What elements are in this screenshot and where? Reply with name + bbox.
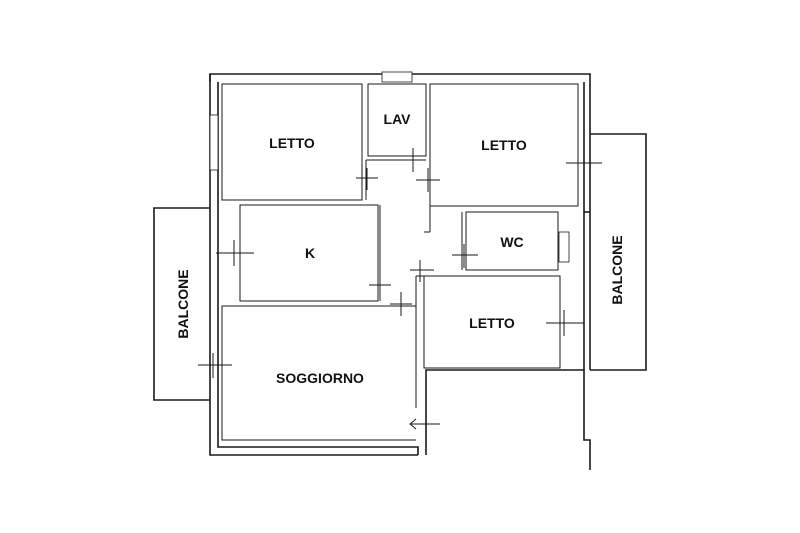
window-left-upper xyxy=(209,114,219,171)
label-soggiorno: SOGGIORNO xyxy=(276,370,364,386)
room-soggiorno xyxy=(221,305,417,441)
room-letto-2 xyxy=(429,83,579,207)
door-marks xyxy=(198,148,602,378)
window-top xyxy=(381,71,413,83)
room-letto-1 xyxy=(221,83,363,201)
balconies xyxy=(153,133,647,401)
room-lav xyxy=(367,83,427,157)
room-letto-3 xyxy=(423,275,561,369)
balcone-right-outline xyxy=(590,133,647,371)
room-wc xyxy=(465,211,559,271)
arrow-left-icon xyxy=(409,418,440,430)
label-k: K xyxy=(305,245,315,261)
windows xyxy=(209,71,570,263)
window-right-wc xyxy=(558,231,570,263)
label-letto-1: LETTO xyxy=(269,135,315,151)
label-letto-2: LETTO xyxy=(481,137,527,153)
label-letto-3: LETTO xyxy=(469,315,515,331)
label-wc: WC xyxy=(500,234,523,250)
outer-walls xyxy=(209,73,591,470)
label-balcone-left: BALCONE xyxy=(175,269,191,338)
label-lav: LAV xyxy=(384,111,412,127)
label-balcone-right: BALCONE xyxy=(609,235,625,304)
balcone-left-outline xyxy=(153,207,210,401)
